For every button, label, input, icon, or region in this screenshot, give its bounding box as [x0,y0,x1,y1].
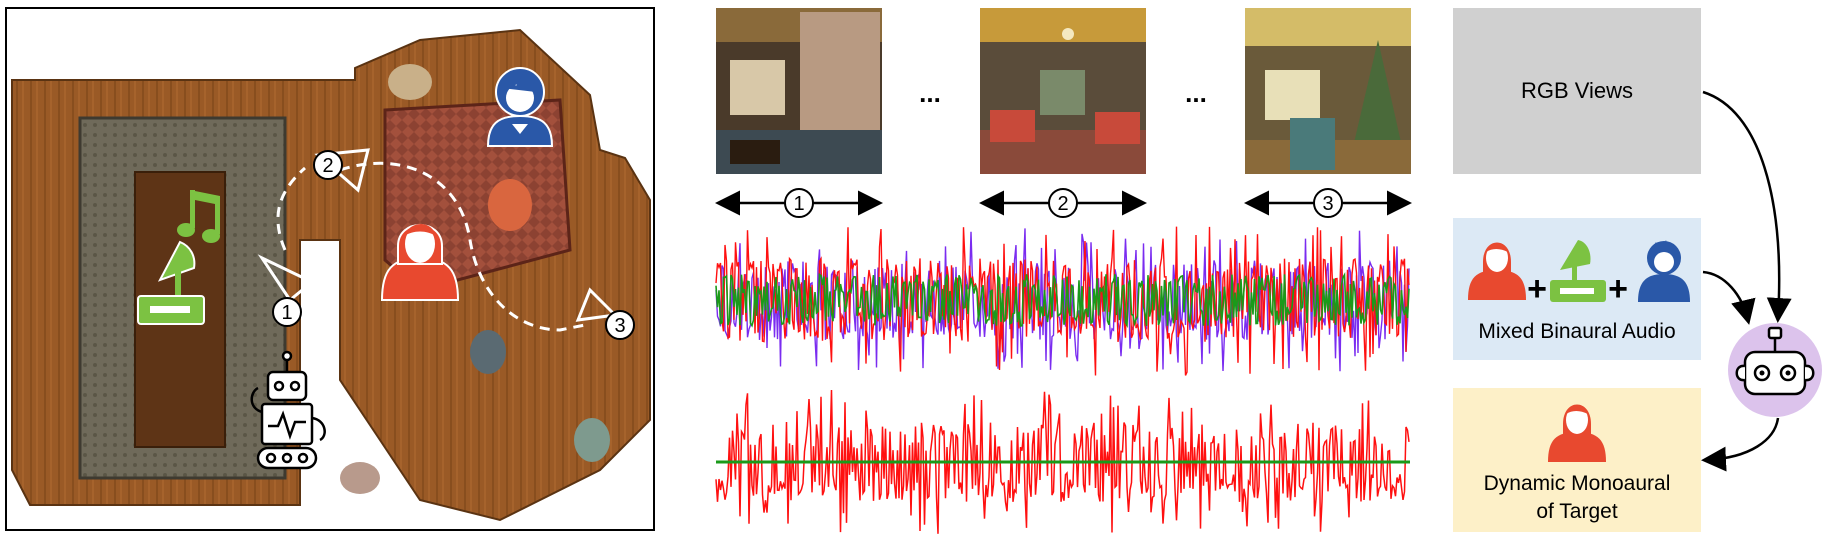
gramophone-icon [1550,240,1606,302]
plus-sign: + [1527,270,1547,308]
waveform-trace [715,226,1410,376]
waypoint-1: 1 [272,297,302,327]
gramophone-icon [137,240,205,325]
pipeline-panel: RGB Views + + [1453,8,1822,532]
speaker-man-icon [1638,240,1690,302]
segment-label: 2 [1057,193,1068,215]
target-waveform [715,389,1410,534]
armchair [340,462,380,494]
target-audio-box: Dynamic Monoaural of Target [1453,388,1701,532]
speaker-woman-icon [1548,404,1606,462]
arrow-audio-to-agent [1702,270,1756,325]
armchair [574,418,610,462]
rgb-views-label: RGB Views [1521,78,1633,103]
arrow-rgb-to-agent [1702,90,1792,323]
segment-arrow-2: 2 [979,188,1147,218]
segment-label: 1 [793,193,804,215]
waypoint-label: 3 [614,315,625,337]
waveform-trace [715,228,1410,372]
agent-head-icon [1728,323,1822,417]
agent-trajectory [276,161,586,332]
mixed-audio-label: Mixed Binaural Audio [1478,320,1675,343]
target-label-line1: Dynamic Monoaural [1484,472,1671,495]
waypoint-label: 2 [322,155,333,177]
plus-sign: + [1608,270,1628,308]
robot-icon [250,350,326,470]
ellipsis: ... [1185,78,1207,108]
waypoint-2: 2 [313,150,343,180]
speaker-woman-icon [380,224,460,301]
speaker-man-icon [486,67,554,147]
segment-arrow-3: 3 [1244,188,1412,218]
waveform-trace [715,389,1410,534]
music-note-icon [177,190,220,243]
views-panel: ... ... 1 2 3 [715,8,1412,534]
segment-label: 3 [1322,193,1333,215]
speaker-woman-icon [1468,242,1526,300]
rgb-view-3 [1245,8,1411,174]
armchair [470,330,506,374]
rgb-views-box: RGB Views [1453,8,1701,174]
armchair [388,64,432,100]
arrow-agent-to-target [1701,417,1780,472]
rgb-view-2 [980,8,1146,174]
mixed-audio-box: + + Mixed Binaural Audio [1453,218,1701,360]
waypoint-3: 3 [605,310,635,340]
floorplan-panel: 1 2 3 [5,7,655,531]
target-label-line2: of Target [1536,500,1617,523]
waypoint-label: 1 [281,302,292,324]
segment-arrow-1: 1 [715,188,883,218]
ellipsis: ... [919,78,941,108]
armchair [488,179,532,231]
waveform-trace [715,272,1410,329]
rgb-view-1 [716,8,882,174]
mixed-waveform [715,226,1410,376]
